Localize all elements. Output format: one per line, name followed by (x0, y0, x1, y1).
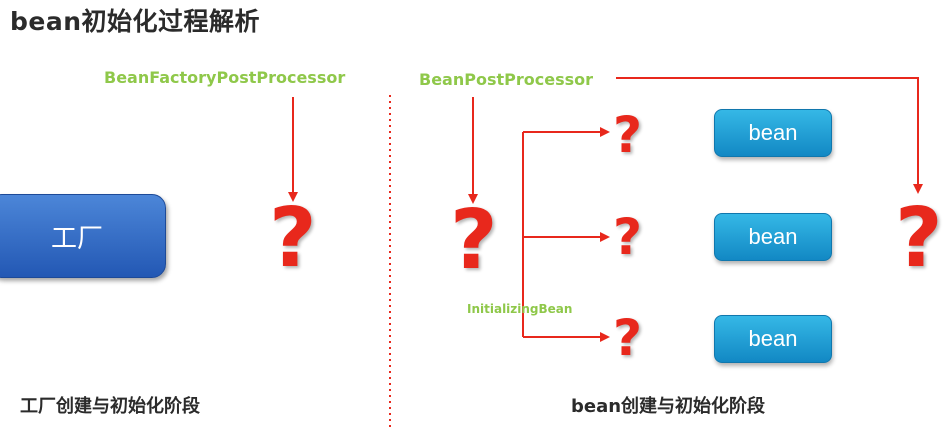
question-mark-branch-bottom: ? (613, 309, 643, 367)
bean-label: bean (748, 224, 798, 249)
factory-box: 工厂 (0, 194, 166, 278)
bean-stage-label: bean创建与初始化阶段 (571, 396, 766, 417)
question-mark-branch-top: ? (613, 106, 643, 164)
question-mark-after: ? (895, 191, 943, 286)
bean-box: bean (714, 315, 832, 363)
question-mark-branch-middle: ? (613, 208, 643, 266)
bean-label: bean (748, 120, 798, 145)
page-title: bean初始化过程解析 (10, 7, 261, 36)
factory-stage-label: 工厂创建与初始化阶段 (20, 396, 200, 417)
factory-label: 工厂 (50, 223, 103, 254)
bean-factory-post-processor-label: BeanFactoryPostProcessor (104, 68, 346, 87)
bean-post-processor-label: BeanPostProcessor (419, 70, 593, 89)
bean-label: bean (748, 326, 798, 351)
question-mark-factory: ? (269, 191, 317, 286)
bean-box: bean (714, 213, 832, 261)
question-mark-bpp: ? (450, 193, 498, 288)
arrow-bpp-right (616, 77, 923, 194)
initializing-bean-label: InitializingBean (467, 302, 573, 316)
bean-box: bean (714, 109, 832, 157)
